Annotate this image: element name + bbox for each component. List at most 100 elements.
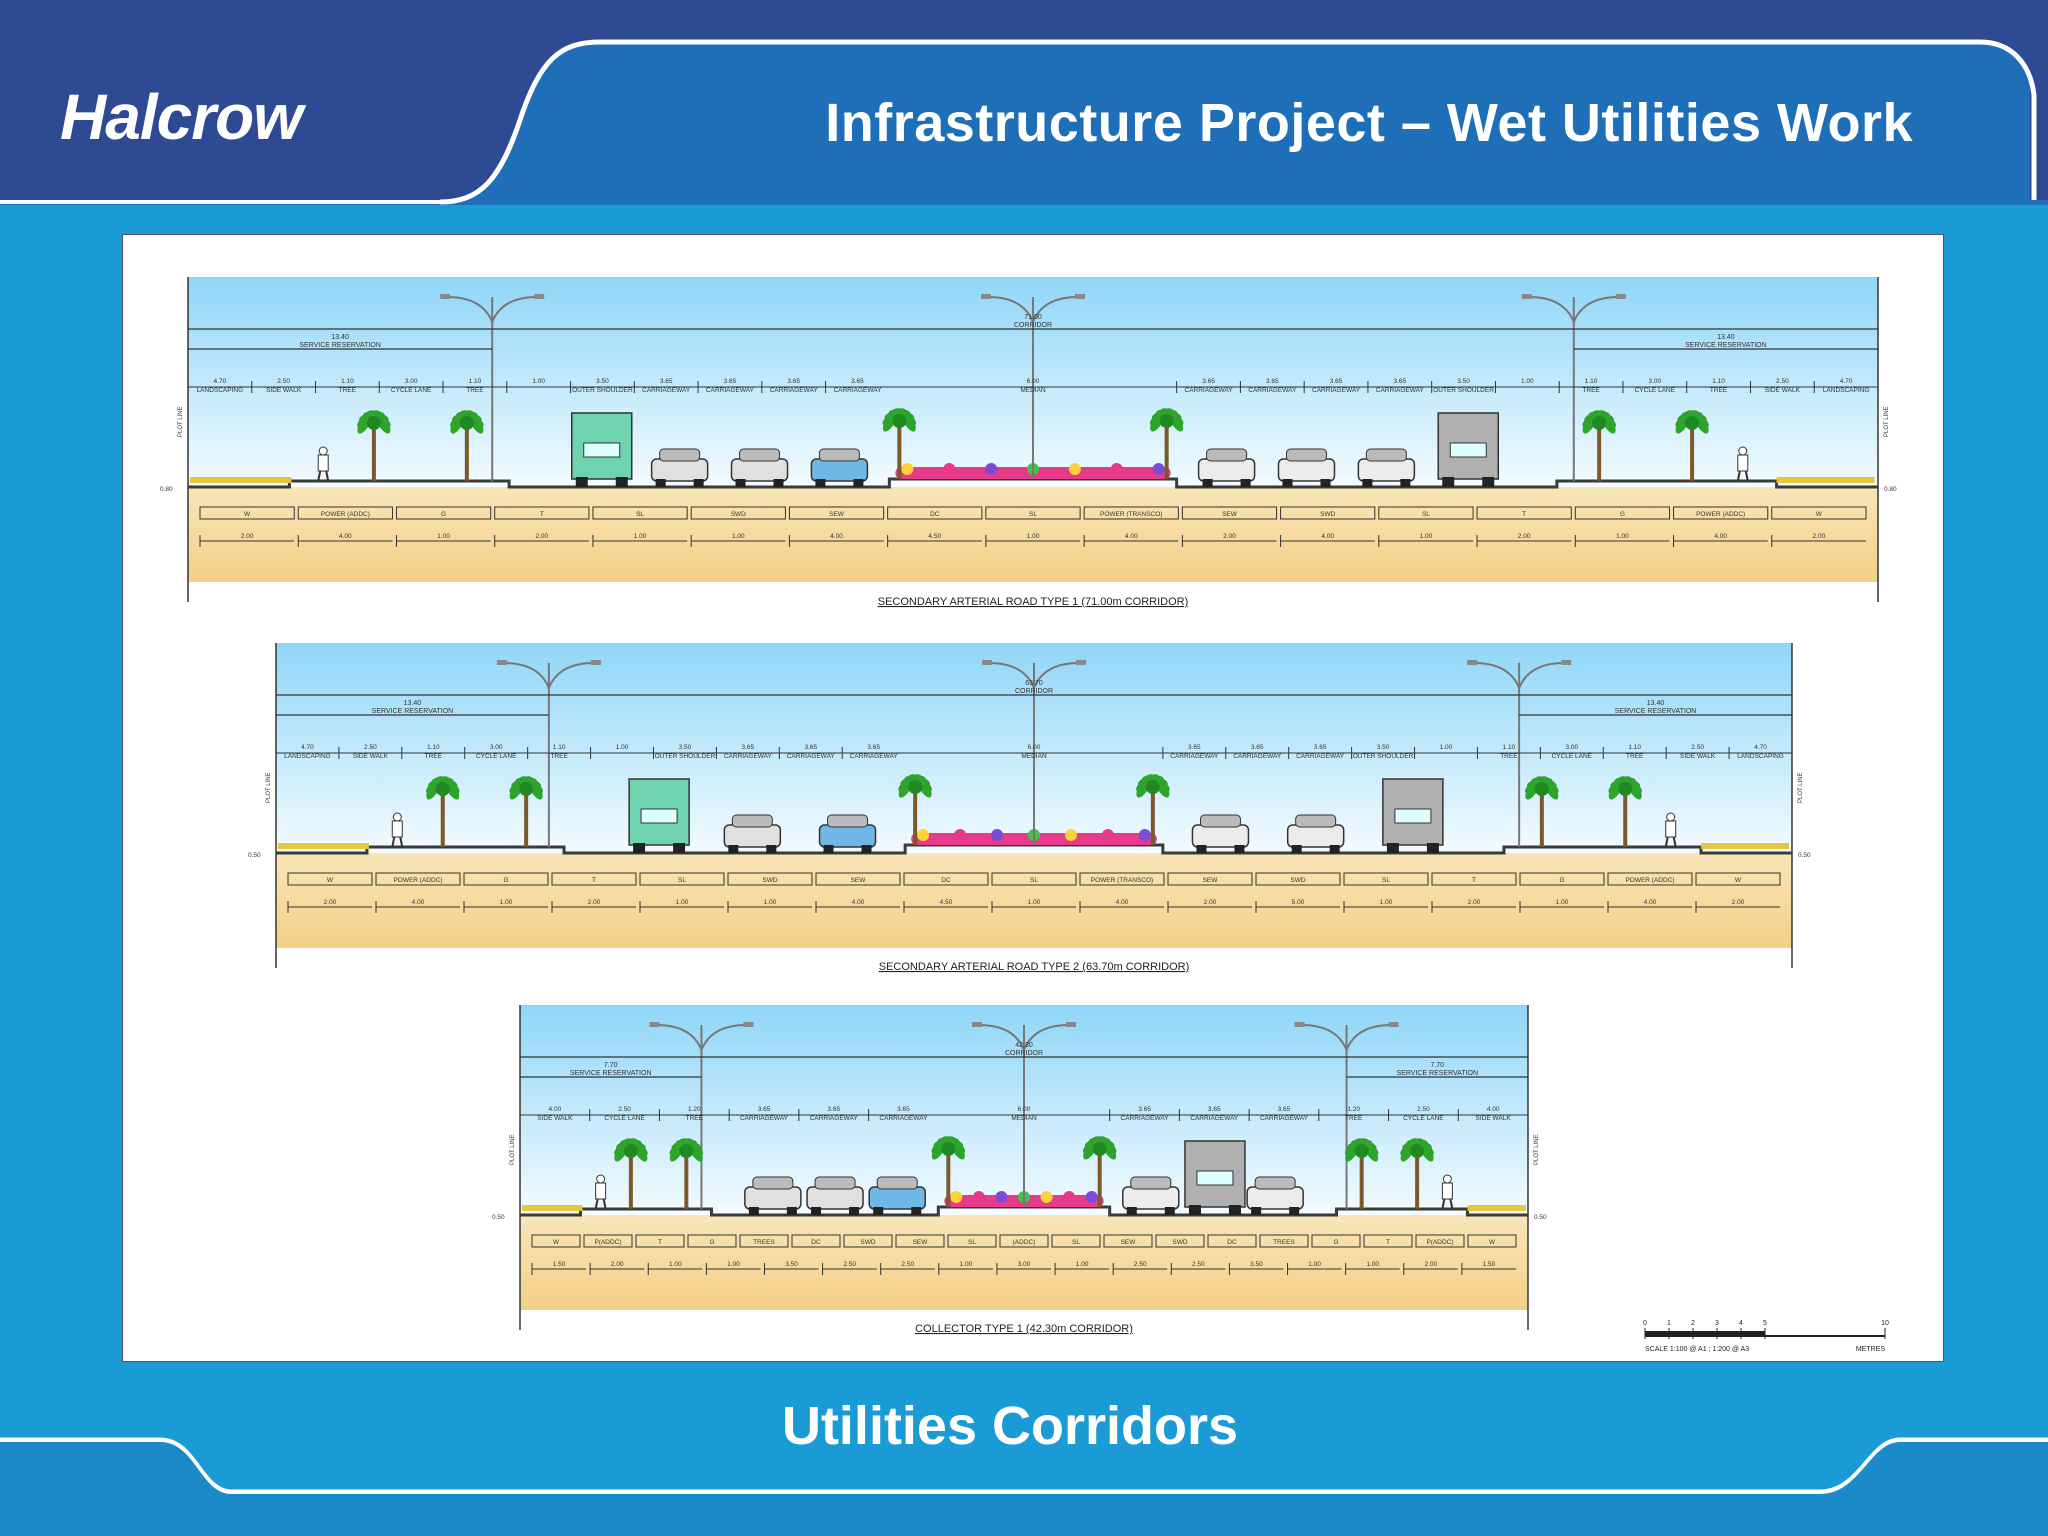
palm-leaf: [1153, 774, 1170, 798]
lamp-arm: [447, 296, 494, 323]
utility-label: W: [327, 877, 334, 884]
palm-trunk: [1150, 793, 1155, 845]
left-lane-label: SIDE WALK: [537, 1115, 573, 1122]
car-body: [1286, 824, 1345, 848]
truck-wheel: [575, 477, 588, 487]
lamp-head: [743, 1022, 754, 1027]
scale-tick-label: 0: [1643, 1320, 1647, 1327]
right-lane-width: 3.50: [1377, 744, 1390, 751]
person-leg: [1744, 470, 1749, 482]
utility-label: DC: [1227, 1239, 1237, 1246]
lamp-head: [440, 294, 451, 299]
utility-label: SL: [1072, 1239, 1080, 1246]
car-wheel: [1362, 479, 1373, 487]
flower: [985, 463, 998, 475]
corridor-label: CORRIDOR: [1014, 322, 1052, 329]
depth-value: 1.00: [634, 533, 647, 540]
flower: [1110, 463, 1123, 475]
right-lane-width: 4.00: [1487, 1106, 1500, 1113]
car-roof: [814, 1176, 856, 1190]
right-lane-label: TREE: [1626, 753, 1644, 760]
car-body: [744, 1186, 802, 1210]
depth-value: 1.00: [727, 1261, 740, 1268]
palm-trunk: [371, 429, 376, 481]
palm-leaf: [1626, 776, 1642, 800]
person-head: [1738, 446, 1748, 456]
person-leg: [317, 470, 322, 482]
utility-label: POWER (TRANSCO): [1091, 877, 1153, 884]
utility-label: SL: [968, 1239, 976, 1246]
lamp-head: [649, 1022, 660, 1027]
utility-label: T: [592, 877, 596, 884]
right-lane-width: 4.70: [1754, 744, 1767, 751]
flower: [901, 463, 914, 475]
utility-label: DC: [941, 877, 951, 884]
utility-label: W: [553, 1239, 560, 1246]
utility-label: SEW: [913, 1239, 929, 1246]
scale-tick-label: 2: [1691, 1320, 1695, 1327]
car-wheel: [861, 845, 872, 853]
right-lane-width: 3.65: [1393, 378, 1406, 385]
car-wheel: [811, 1207, 822, 1215]
utility-box: [815, 872, 901, 886]
truck-body: [1382, 778, 1444, 846]
palm-leaf: [443, 776, 460, 800]
lamp-arm: [700, 1024, 747, 1051]
palm-trunk: [913, 793, 918, 845]
palm-leaf: [915, 774, 932, 798]
car-wheel: [728, 845, 739, 853]
depth-value: 2.00: [1204, 899, 1217, 906]
utility-label: (ADDC): [1013, 1239, 1036, 1246]
left-lane-label: OUTER SHOULDER: [655, 753, 716, 760]
car-roof: [739, 448, 781, 462]
scale-tick-label: 4: [1739, 1320, 1743, 1327]
left-lane-label: SIDE WALK: [266, 387, 302, 394]
reservation-width: 13.40: [1717, 334, 1735, 341]
corridor-width: 63.70: [1025, 680, 1043, 687]
left-lane-width: 4.70: [301, 744, 314, 751]
palm-crown: [1159, 414, 1174, 428]
left-lane-width: 3.50: [679, 744, 692, 751]
median-label: MEDIAN: [1020, 387, 1046, 394]
reservation-label: SERVICE RESERVATION: [570, 1070, 652, 1077]
lamp-arm: [1032, 296, 1079, 323]
reservation-label: SERVICE RESERVATION: [1396, 1070, 1478, 1077]
left-lane-label: CARRIAGEWAY: [706, 387, 755, 394]
scale-tick-label: 10: [1881, 1320, 1889, 1327]
edge-level: 0.50: [1534, 1214, 1547, 1221]
depth-value: 2.00: [324, 899, 337, 906]
car-wheel: [1251, 1207, 1262, 1215]
car-roof: [876, 1176, 918, 1190]
utility-box: [199, 506, 295, 520]
utility-label: T: [1386, 1239, 1390, 1246]
car-roof: [827, 814, 869, 828]
landscape-strip: [1776, 477, 1875, 483]
section-caption: COLLECTOR TYPE 1 (42.30m CORRIDOR): [915, 1323, 1133, 1335]
utility-box: [1311, 1234, 1361, 1248]
person-body: [1665, 820, 1677, 838]
depth-value: 2.00: [1468, 899, 1481, 906]
utility-label: G: [1333, 1239, 1338, 1246]
left-lane-width: 1.00: [616, 744, 629, 751]
utility-box: [583, 1234, 633, 1248]
flower: [954, 829, 967, 841]
utility-label: SEW: [1121, 1239, 1137, 1246]
flower: [1064, 829, 1077, 841]
utility-label: DC: [811, 1239, 821, 1246]
depth-value: 1.00: [732, 533, 745, 540]
car-wheel: [1282, 479, 1293, 487]
reservation-label: SERVICE RESERVATION: [1685, 342, 1767, 349]
left-lane-width: 3.65: [758, 1106, 771, 1113]
lamp-head: [972, 1022, 982, 1027]
utility-box: [639, 872, 725, 886]
lamp-arm: [1023, 1024, 1070, 1051]
right-lane-width: 3.00: [1649, 378, 1662, 385]
utility-box: [1431, 872, 1517, 886]
left-lane-width: 2.50: [618, 1106, 631, 1113]
left-lane-width: 1.10: [553, 744, 566, 751]
reservation-width: 13.40: [331, 334, 349, 341]
lamp-arm: [988, 662, 1035, 689]
palm-trunk: [1359, 1157, 1364, 1209]
depth-value: 1.00: [1616, 533, 1629, 540]
left-lane-width: 3.65: [867, 744, 880, 751]
